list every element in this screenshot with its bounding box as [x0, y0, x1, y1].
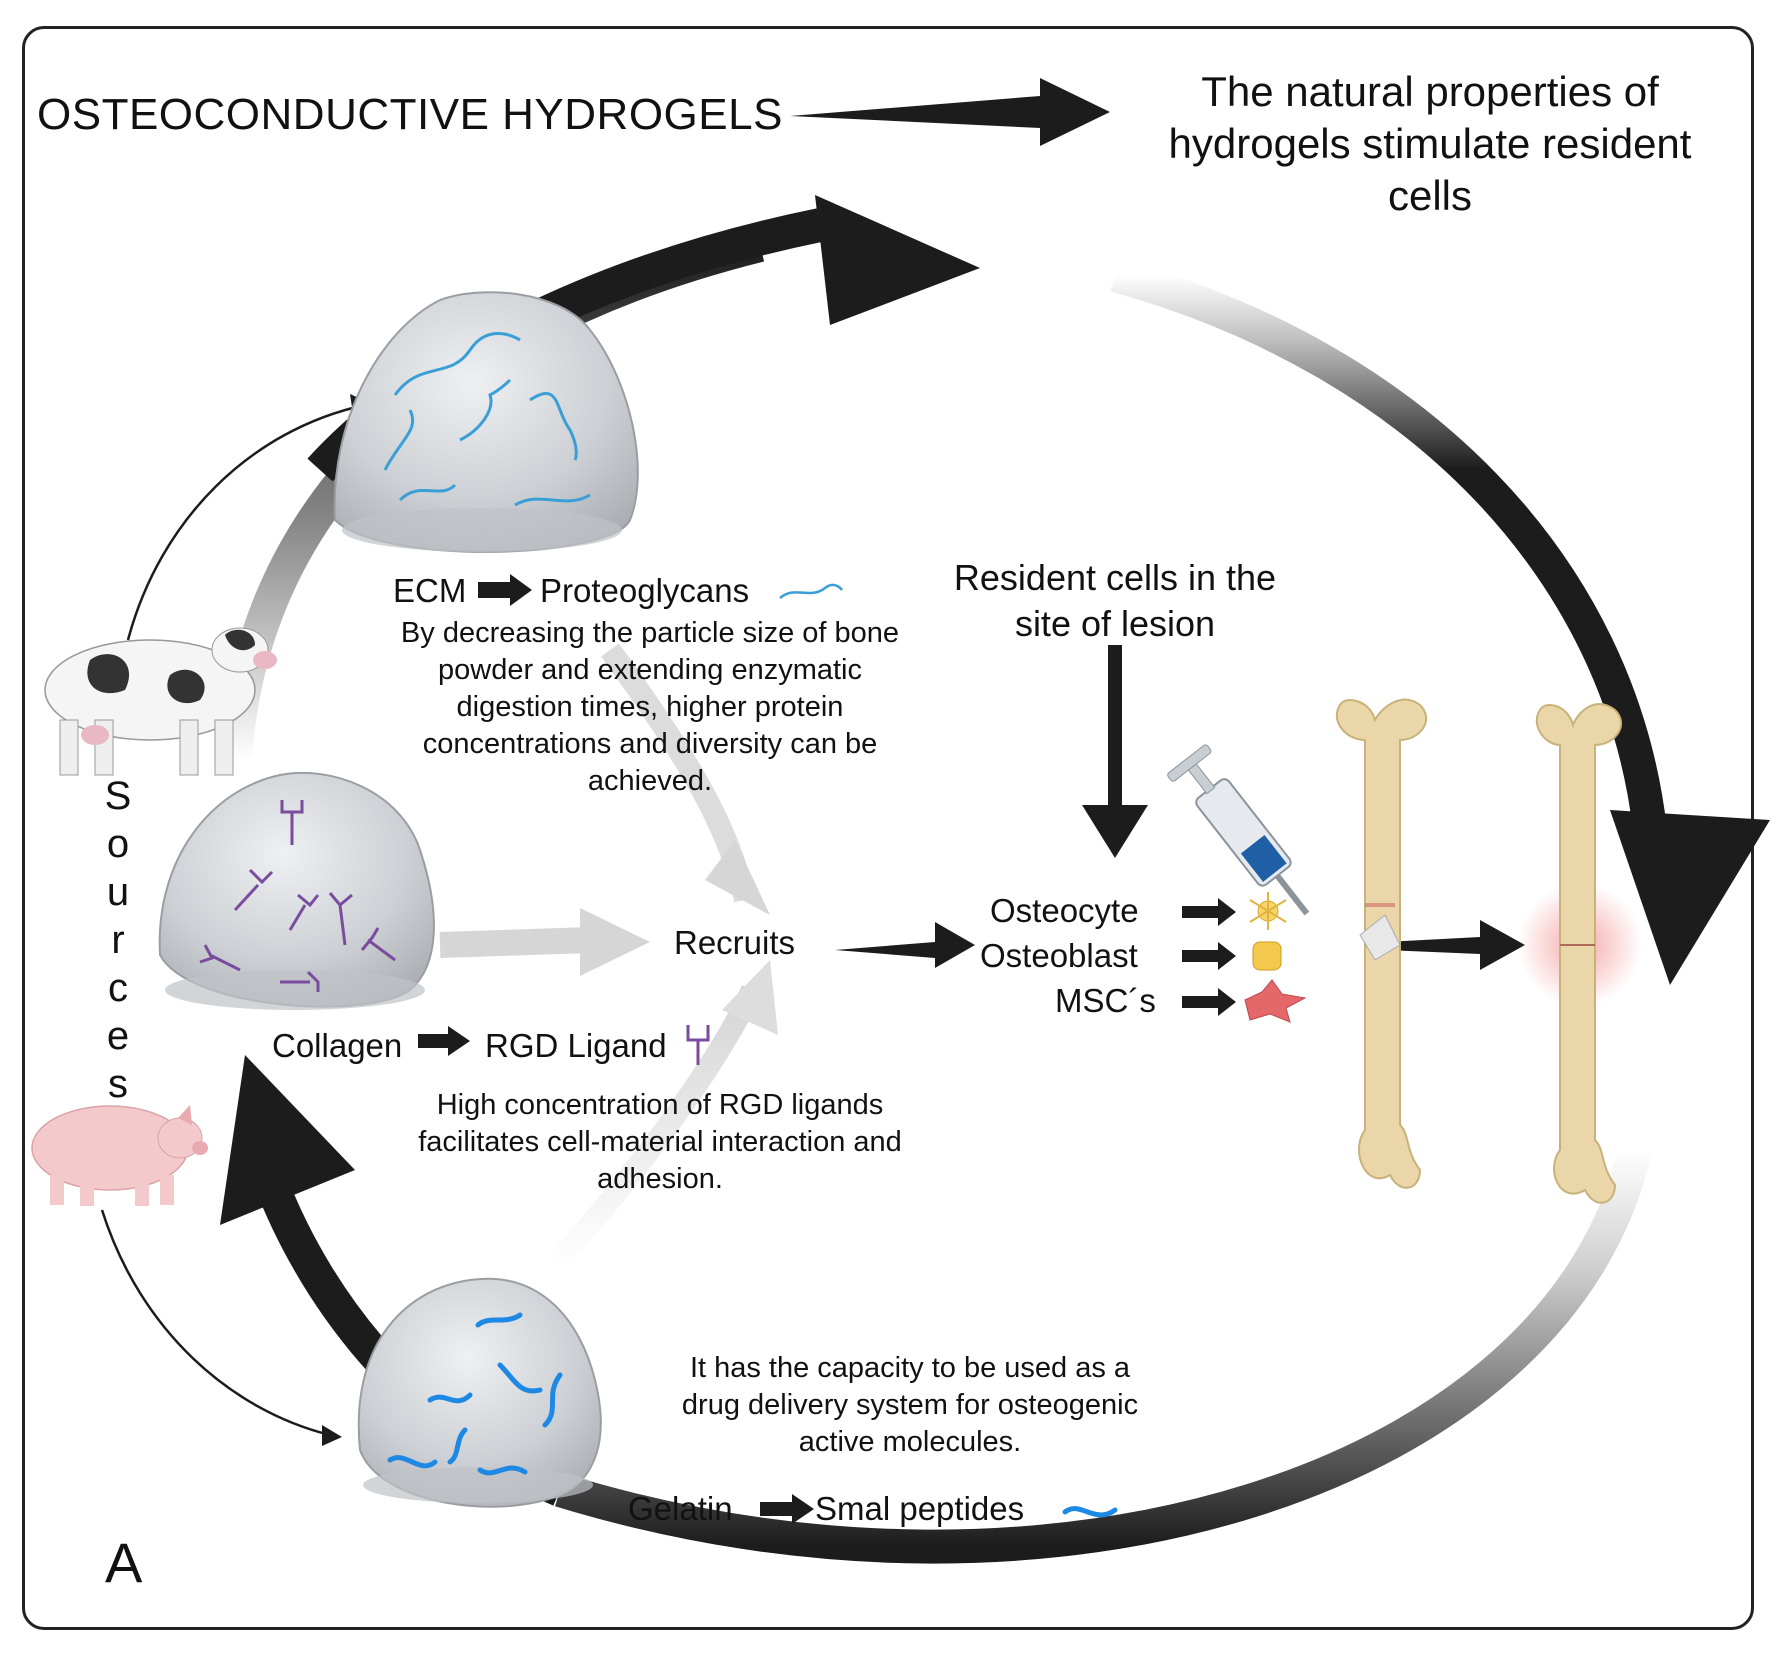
resident-down-arrow — [1082, 645, 1148, 858]
proteoglycan-strands — [383, 331, 591, 507]
sources-letter: c — [108, 966, 128, 1010]
cycle-arrow-right — [1110, 258, 1770, 985]
subtitle-line: hydrogels stimulate resident — [1168, 120, 1692, 167]
osteoblast-label: Osteoblast — [980, 937, 1138, 974]
hydrogel-collagen — [158, 771, 435, 1010]
collagen-to-recruits-arrow — [439, 908, 650, 976]
osteocyte-label: Osteocyte — [990, 892, 1139, 929]
small-peptide-icon — [1062, 1506, 1118, 1518]
sources-letter: u — [106, 870, 130, 914]
bone-healing-arrow — [1385, 920, 1525, 970]
resident-cells-label: Resident cells in the site of lesion — [920, 555, 1310, 647]
msc-cell-icon — [1244, 979, 1307, 1023]
subtitle-line: cells — [1387, 172, 1473, 219]
sources-letter: r — [111, 918, 125, 962]
figure-title: OSTEOCONDUCTIVE HYDROGELS — [37, 90, 783, 139]
collagen-description-line: facilitates cell-material interaction an… — [418, 1126, 902, 1158]
ecm-description: By decreasing the particle size of bone … — [350, 615, 950, 800]
ecm-description-line: digestion times, higher protein — [456, 691, 844, 723]
collagen-description-line: adhesion. — [597, 1163, 723, 1195]
gelatin-inline-arrow — [760, 1494, 814, 1524]
gelatin-source-label: Gelatin — [628, 1490, 733, 1527]
rgd-ligands — [199, 800, 396, 992]
collagen-description-line: High concentration of RGD ligands — [436, 1089, 884, 1121]
gelatin-product-label: Smal peptides — [815, 1490, 1025, 1527]
header-arrow — [790, 78, 1110, 146]
ecm-to-recruits-arrow — [601, 643, 770, 915]
ecm-product-label: Proteoglycans — [540, 572, 750, 609]
hydrogel-ecm — [333, 291, 639, 553]
rgd-ligand-icon — [686, 1025, 710, 1065]
sources-letter: s — [108, 1062, 128, 1106]
sources-label: S o u r c e s — [98, 772, 138, 1108]
cow-icon — [44, 627, 277, 776]
ecm-description-line: achieved. — [587, 765, 713, 797]
gelatin-description-line: active molecules. — [798, 1426, 1022, 1458]
gelatin-description-line: drug delivery system for osteogenic — [681, 1389, 1139, 1421]
resident-cells-line: site of lesion — [1014, 603, 1216, 644]
panel-label: A — [105, 1531, 143, 1594]
header-subtitle: The natural properties of hydrogels stim… — [1130, 66, 1730, 222]
gelatin-description: It has the capacity to be used as a drug… — [630, 1350, 1190, 1461]
sources-letter: S — [104, 774, 132, 818]
ecm-description-line: By decreasing the particle size of bone — [400, 617, 900, 649]
sources-letter: e — [106, 1014, 130, 1058]
proteoglycan-icon — [779, 583, 844, 600]
bone-healed-icon — [1518, 703, 1642, 1204]
resident-cells-line: Resident cells in the — [953, 557, 1277, 598]
ecm-description-line: concentrations and diversity can be — [422, 728, 878, 760]
osteoblast-cell-icon — [1252, 941, 1282, 971]
collagen-description: High concentration of RGD ligands facili… — [360, 1087, 960, 1198]
osteocyte-cell-icon — [1249, 892, 1287, 930]
collagen-source-label: Collagen — [272, 1027, 403, 1064]
bone-fractured-icon — [1335, 698, 1427, 1189]
subtitle-line: The natural properties of — [1201, 68, 1659, 115]
gelatin-to-recruits-arrow — [546, 960, 778, 1273]
cell-arrows — [1182, 898, 1236, 1016]
small-peptides — [387, 1312, 563, 1476]
gelatin-description-line: It has the capacity to be used as a — [689, 1352, 1131, 1384]
ecm-description-line: powder and extending enzymatic — [438, 654, 862, 686]
recruits-label: Recruits — [674, 924, 796, 961]
ecm-inline-arrow — [478, 574, 532, 606]
recruits-to-cells-arrow — [835, 922, 975, 968]
syringe-icon — [1167, 744, 1310, 916]
pig-icon — [31, 1105, 208, 1206]
sources-letter: o — [106, 822, 130, 866]
collagen-product-label: RGD Ligand — [485, 1027, 667, 1064]
hydrogel-gelatin — [357, 1277, 602, 1508]
ecm-source-label: ECM — [393, 572, 467, 609]
msc-label: MSC´s — [1055, 982, 1156, 1019]
source-arrow-bottom — [100, 1209, 342, 1446]
collagen-inline-arrow — [418, 1026, 470, 1056]
